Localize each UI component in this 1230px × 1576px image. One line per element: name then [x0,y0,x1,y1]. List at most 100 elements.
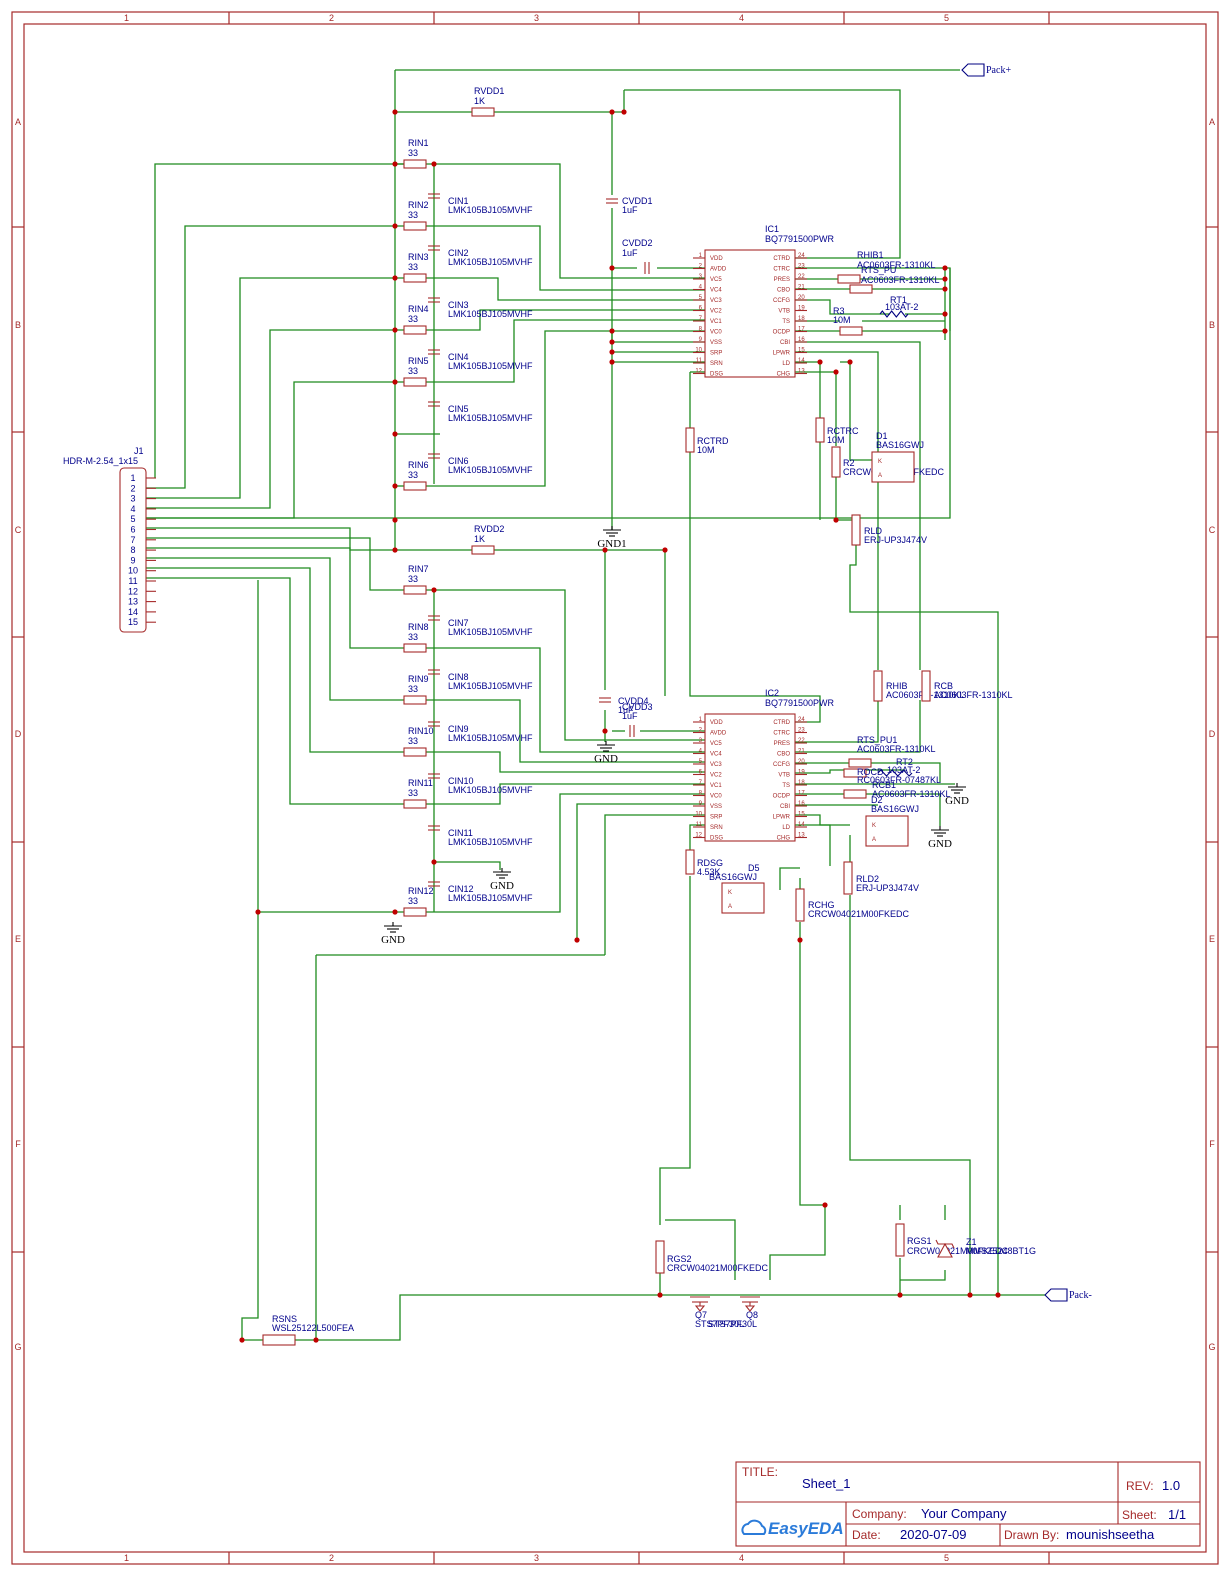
resistor-body [895,1223,905,1257]
connector-pin: 11 [128,576,137,586]
resistor-body [403,799,427,809]
component-value: AC0603FR-1310KL [934,690,1013,700]
component-value: LMK105BJ105MVHF [448,627,533,637]
pin-number: 5 [699,759,703,765]
component-value: 1K [474,534,485,544]
ground-label: GND [381,934,405,946]
pin-name: LD [782,361,790,367]
rev-label: REV: [1126,1479,1154,1493]
wire [795,700,921,753]
pin-number: 3 [699,274,703,280]
pin-name: CTRD [773,720,790,726]
resistor-body [403,907,427,917]
junction-dot [392,483,398,489]
junction-dot [392,109,398,115]
wire [795,341,921,670]
pin-k: K [872,823,876,829]
wire [140,567,404,753]
wire [154,163,404,478]
connector-pin: 8 [130,545,135,555]
junction-dot [392,223,398,229]
date-label: Date: [852,1528,881,1542]
junction-dot [255,909,261,915]
junction-dot [574,937,580,943]
component-value: 33 [408,574,418,584]
connector-pin: 1 [130,473,135,483]
components-layer: J1HDR-M-2.54_1x15123456789101112131415IC… [63,86,1036,1346]
pin-number: 14 [798,822,805,828]
pin-number: 10 [695,348,702,354]
component-ref: RHIB [886,681,908,691]
pin-name: CHG [777,372,791,378]
net-flag-label: Pack+ [986,65,1011,76]
junction-dot [657,1292,663,1298]
thermistor-zigzag [879,310,909,318]
pin-name: VDD [710,720,723,726]
ic-body [704,249,796,378]
component-value: 33 [408,262,418,272]
thermistor-zigzag [877,769,913,777]
junction-dot [392,547,398,553]
pin-name: VC3 [710,762,722,768]
column-label: 3 [534,13,539,23]
component-ref: RTS_PU [861,265,896,275]
component-value: 103AT-2 [885,302,918,312]
ground-label: GND1 [597,538,626,550]
diode-body [871,451,915,483]
component-ref: CIN6 [448,456,469,466]
wire [840,361,872,461]
pin-name: VC4 [710,752,722,758]
wire [576,803,705,940]
junction-dot [942,265,948,271]
component-ref: RVDD1 [474,86,504,96]
row-label: B [1209,320,1215,330]
component-value: 33 [408,148,418,158]
component-value: LMK105BJ105MVHF [448,413,533,423]
row-label: F [15,1139,21,1149]
pin-number: 23 [798,728,805,734]
wire [799,922,825,1206]
pin-number: 9 [699,801,703,807]
component-value: LMK105BJ105MVHF [448,681,533,691]
component-value: MMSZ5248BT1G [966,1246,1036,1256]
component-ref: CVDD4 [618,696,649,706]
row-label: G [1208,1342,1215,1352]
pin-number: 1 [699,253,703,259]
pin-number: 8 [699,791,703,797]
component-value: STS7PF30L [708,1319,757,1329]
component-value: BAS16GWJ [709,872,757,882]
component-value: LMK105BJ105MVHF [448,257,533,267]
pin-k: K [728,890,732,896]
wire [426,589,705,741]
pin-number: 20 [798,295,805,301]
junction-dot [942,286,948,292]
column-label: 5 [944,1553,949,1563]
connector-pin: 4 [130,504,135,514]
wire [611,331,705,343]
wire [140,267,951,519]
connector-pin: 9 [130,555,135,565]
junction-dot [995,1292,1001,1298]
component-ref: RIN12 [408,886,434,896]
wire [426,699,705,763]
wire [426,647,705,753]
component-ref: CIN9 [448,724,469,734]
pin-number: 14 [798,358,805,364]
pin-name: VTB [778,773,790,779]
resistor-body [403,481,427,491]
pin-name: OCDP [773,330,790,336]
component-value: WSL25122L500FEA [272,1323,354,1333]
junction-dot [797,937,803,943]
net-pack-minus: Pack- [1044,1288,1092,1302]
junction-dot [239,1337,245,1343]
pin-number: 3 [699,738,703,744]
